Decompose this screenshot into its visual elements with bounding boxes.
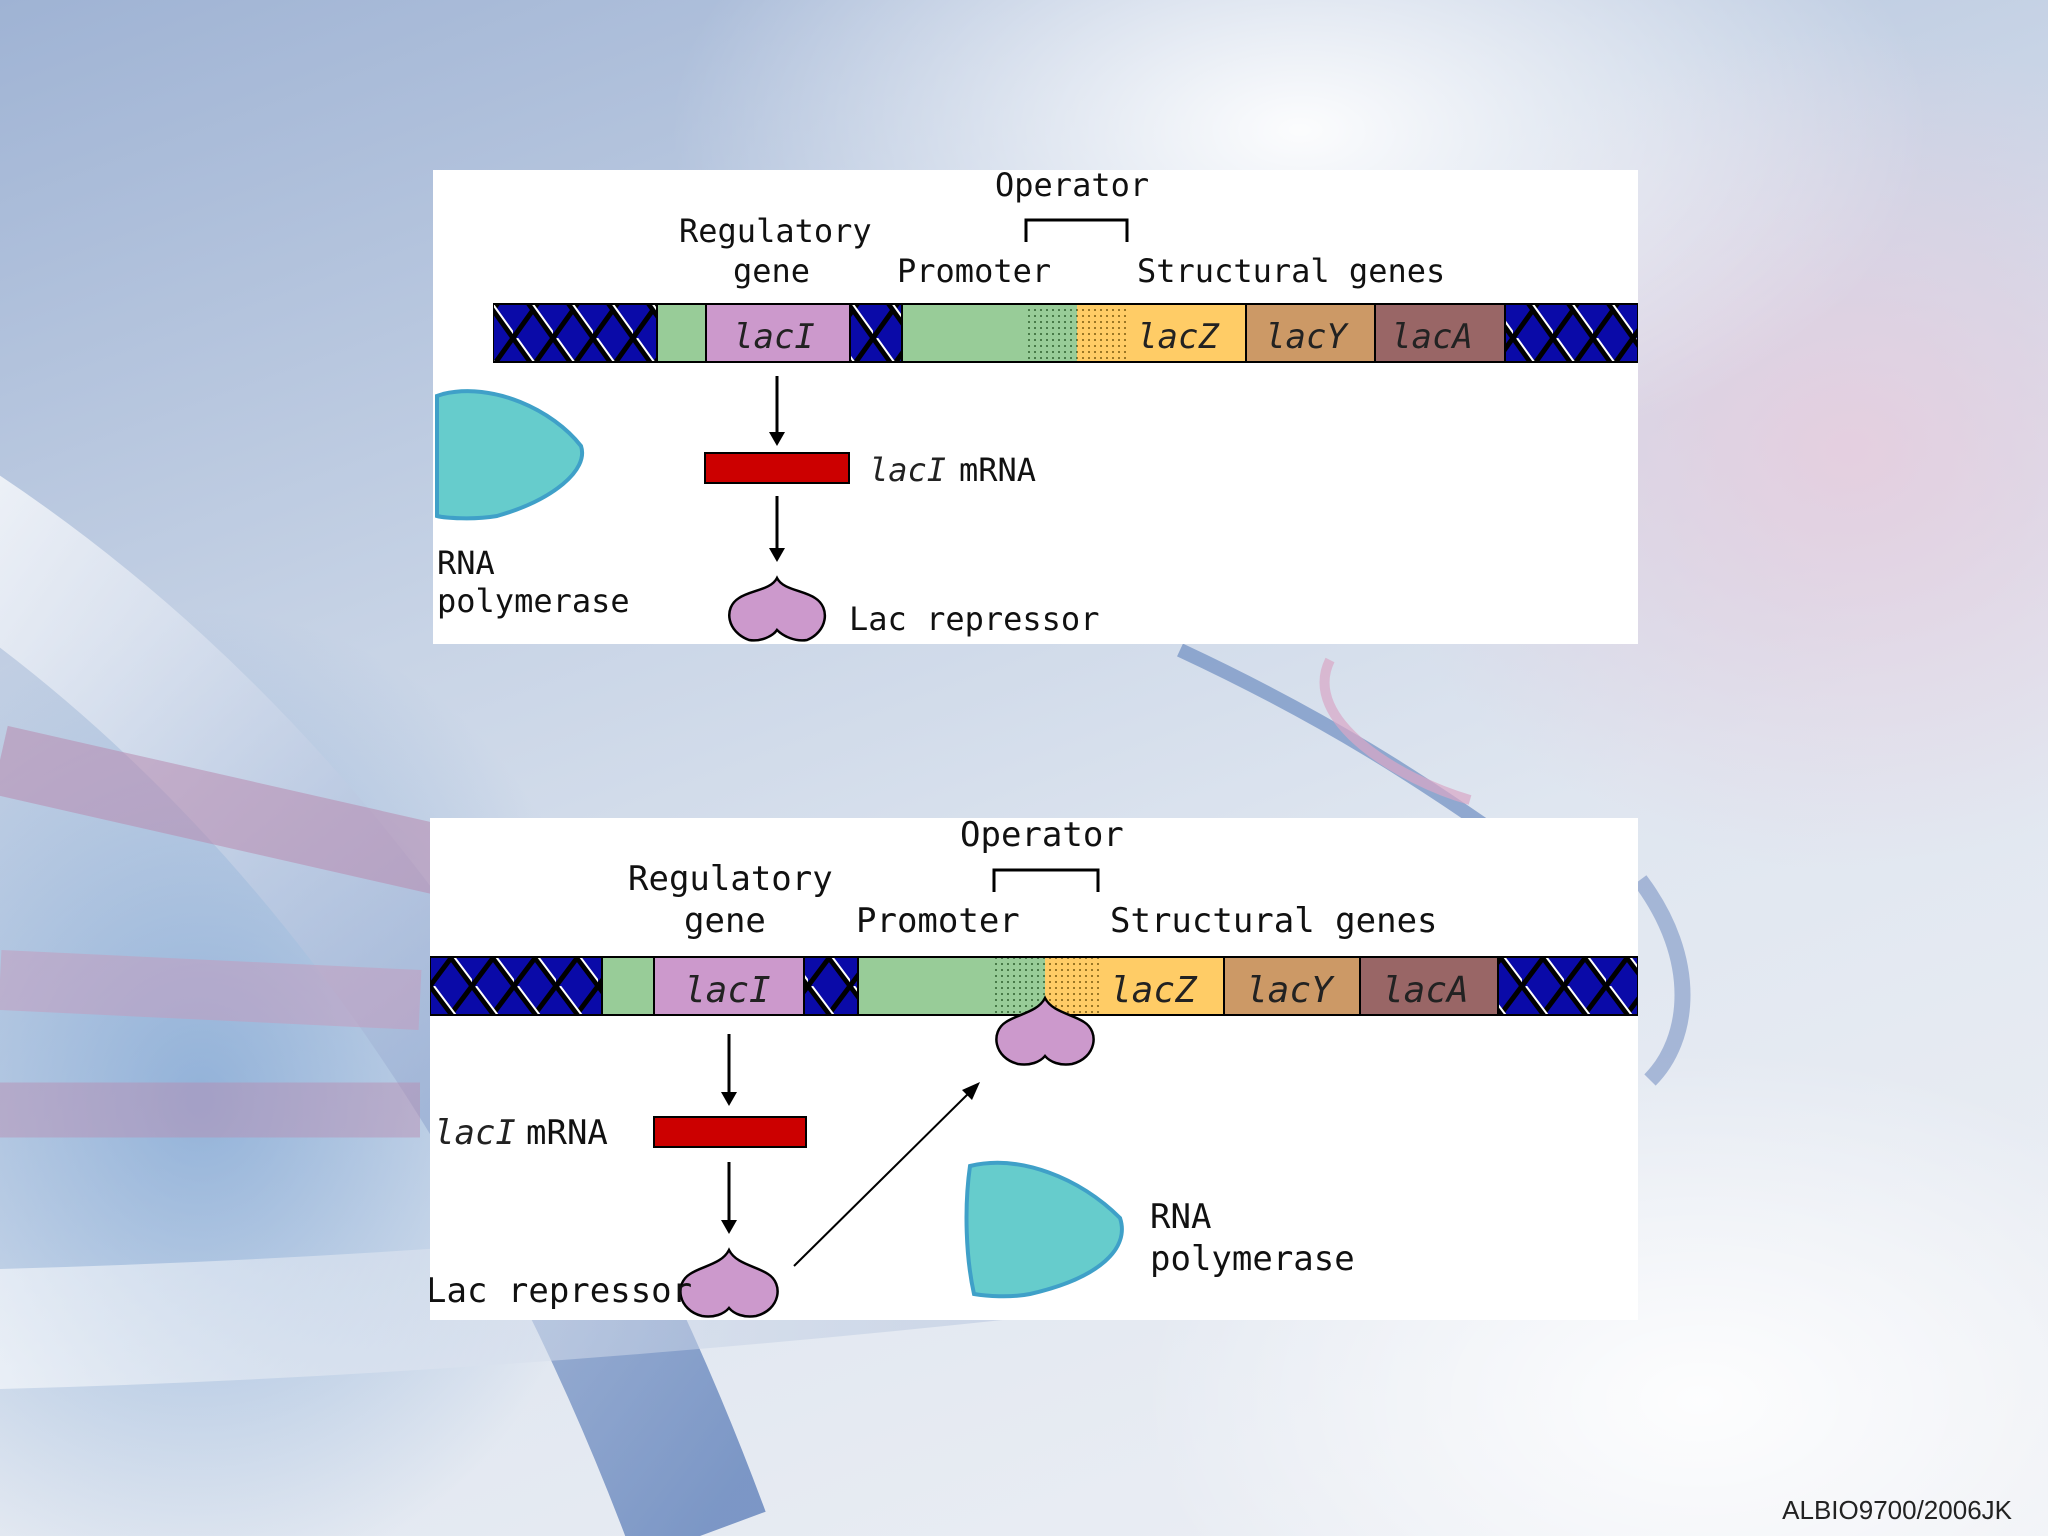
lac-repressor-label: Lac repressor	[849, 600, 1099, 638]
diagram-repressor-bound-to-operator: Operator Regulatory gene Promoter Struct…	[430, 818, 1638, 1320]
promoter-segment	[903, 305, 1025, 361]
dna-right-segment	[1499, 958, 1637, 1014]
laci-mrna-bar	[704, 452, 850, 484]
operator-bracket	[992, 868, 1100, 892]
bound-lac-repressor-shape	[995, 995, 1095, 1066]
laci-gene-label: lacI	[733, 317, 815, 357]
rna-polymerase-label: RNA	[437, 544, 495, 582]
rna-polymerase-shape	[964, 1161, 1124, 1299]
lacy-gene-segment	[1247, 305, 1374, 361]
operator-label: Operator	[995, 170, 1149, 204]
spacer-segment	[658, 305, 705, 361]
regulatory-gene-label: Regulatory	[679, 212, 872, 250]
rna-polymerase-label-line2: polymerase	[437, 582, 630, 620]
rna-polymerase-shape	[435, 389, 585, 521]
regulatory-gene-label-line2: gene	[733, 252, 810, 290]
lacz-gene-label: lacZ	[1137, 317, 1220, 357]
operator-label: Operator	[960, 818, 1124, 855]
laci-gene-segment	[707, 305, 849, 361]
laca-gene-segment	[1376, 305, 1504, 361]
laci-gene-segment	[655, 958, 803, 1014]
translation-arrow	[721, 1162, 737, 1234]
transcription-arrow	[721, 1034, 737, 1106]
laci-gene-label: lacI	[684, 970, 771, 1011]
mrna-label: mRNA	[526, 1113, 608, 1153]
lac-repressor-shape	[728, 575, 827, 642]
binding-arrow	[793, 1082, 980, 1267]
lacy-gene-label: lacY	[1246, 970, 1335, 1011]
dna-left-segment	[431, 958, 601, 1014]
laca-gene-label: lacA	[1382, 970, 1469, 1011]
footer-credit: ALBIO9700/2006JK	[1782, 1495, 2012, 1525]
regulatory-gene-label: Regulatory	[628, 859, 833, 899]
dna-right-segment	[1506, 305, 1637, 361]
transcription-arrow	[769, 376, 785, 446]
lacy-gene-segment	[1225, 958, 1359, 1014]
diagram-repressor-unbound: Operator Regulatory gene Promoter Struct…	[433, 170, 1638, 644]
laci-mrna-bar	[653, 1116, 807, 1148]
structural-genes-label: Structural genes	[1110, 901, 1438, 941]
lac-repressor-shape	[679, 1247, 779, 1318]
spacer-segment	[603, 958, 653, 1014]
operator-bracket	[1024, 218, 1129, 242]
mrna-label: mRNA	[959, 451, 1036, 489]
translation-arrow	[769, 496, 785, 562]
structural-genes-label: Structural genes	[1137, 252, 1445, 290]
dna-strand: lacI lacZ lacY lacA	[493, 303, 1638, 363]
laci-mrna-gene-label: lacI	[869, 451, 946, 489]
rna-polymerase-label: RNA	[1150, 1197, 1211, 1237]
laca-gene-label: lacA	[1391, 317, 1473, 357]
promoter-label: Promoter	[856, 901, 1020, 941]
regulatory-gene-label-line2: gene	[684, 901, 766, 941]
dna-strand: lacI lacZ lacY lacA	[430, 956, 1638, 1016]
operator-segment-lacz-side	[1045, 958, 1099, 1014]
operator-segment-lacz-side	[1077, 305, 1129, 361]
dna-left-segment	[494, 305, 656, 361]
rna-polymerase-label-line2: polymerase	[1150, 1239, 1355, 1279]
laci-mrna-gene-label: lacI	[434, 1113, 516, 1153]
dna-middle-segment	[805, 958, 857, 1014]
operator-segment-promoter-side	[993, 958, 1045, 1014]
operator-segment-promoter-side	[1025, 305, 1077, 361]
dna-middle-segment	[851, 305, 901, 361]
promoter-segment	[859, 958, 993, 1014]
promoter-label: Promoter	[897, 252, 1051, 290]
lacz-gene-label: lacZ	[1110, 970, 1198, 1011]
lac-repressor-label: Lac repressor	[430, 1271, 692, 1311]
lacz-gene-segment	[1099, 958, 1223, 1014]
lacy-gene-label: lacY	[1265, 317, 1349, 357]
laca-gene-segment	[1361, 958, 1497, 1014]
lacz-gene-segment	[1129, 305, 1245, 361]
